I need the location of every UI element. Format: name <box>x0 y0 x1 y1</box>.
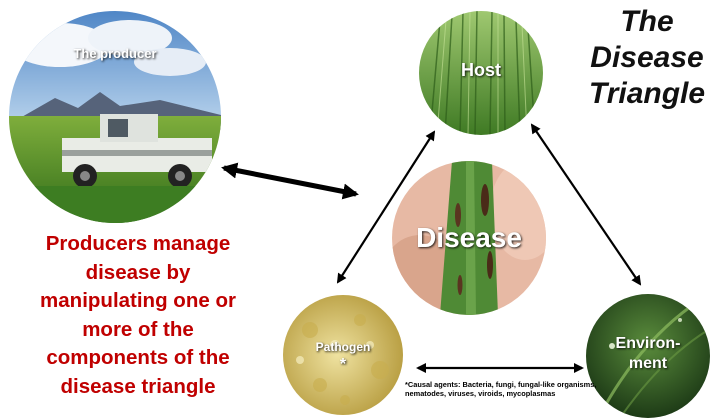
slide-title: The Disease Triangle <box>572 4 722 112</box>
message-line-2: disease by <box>4 259 272 288</box>
title-line-3: Triangle <box>572 76 722 112</box>
environment-label: Environ- ment <box>598 334 698 374</box>
producer-message: Producers manage disease by manipulating… <box>4 230 272 401</box>
pathogen-label: Pathogen <box>293 340 393 354</box>
message-line-3: manipulating one or <box>4 287 272 316</box>
host-environment-arrow <box>532 125 640 284</box>
causal-agents-footnote: *Causal agents: Bacteria, fungi, fungal-… <box>405 380 605 398</box>
title-line-2: Disease <box>572 40 722 76</box>
producer-label: The producer <box>45 46 185 61</box>
title-line-1: The <box>572 4 722 40</box>
message-line-1: Producers manage <box>4 230 272 259</box>
message-line-4: more of the <box>4 316 272 345</box>
message-line-6: disease triangle <box>4 373 272 402</box>
pathogen-asterisk: * <box>323 356 363 374</box>
message-line-5: components of the <box>4 344 272 373</box>
disease-label: Disease <box>397 222 541 254</box>
environment-label-line-1: Environ- <box>598 334 698 354</box>
producer-photo <box>5 10 227 226</box>
producer-disease-arrow <box>224 168 356 194</box>
host-label: Host <box>431 60 531 81</box>
environment-label-line-2: ment <box>598 354 698 374</box>
pathogen-photo <box>283 295 403 415</box>
